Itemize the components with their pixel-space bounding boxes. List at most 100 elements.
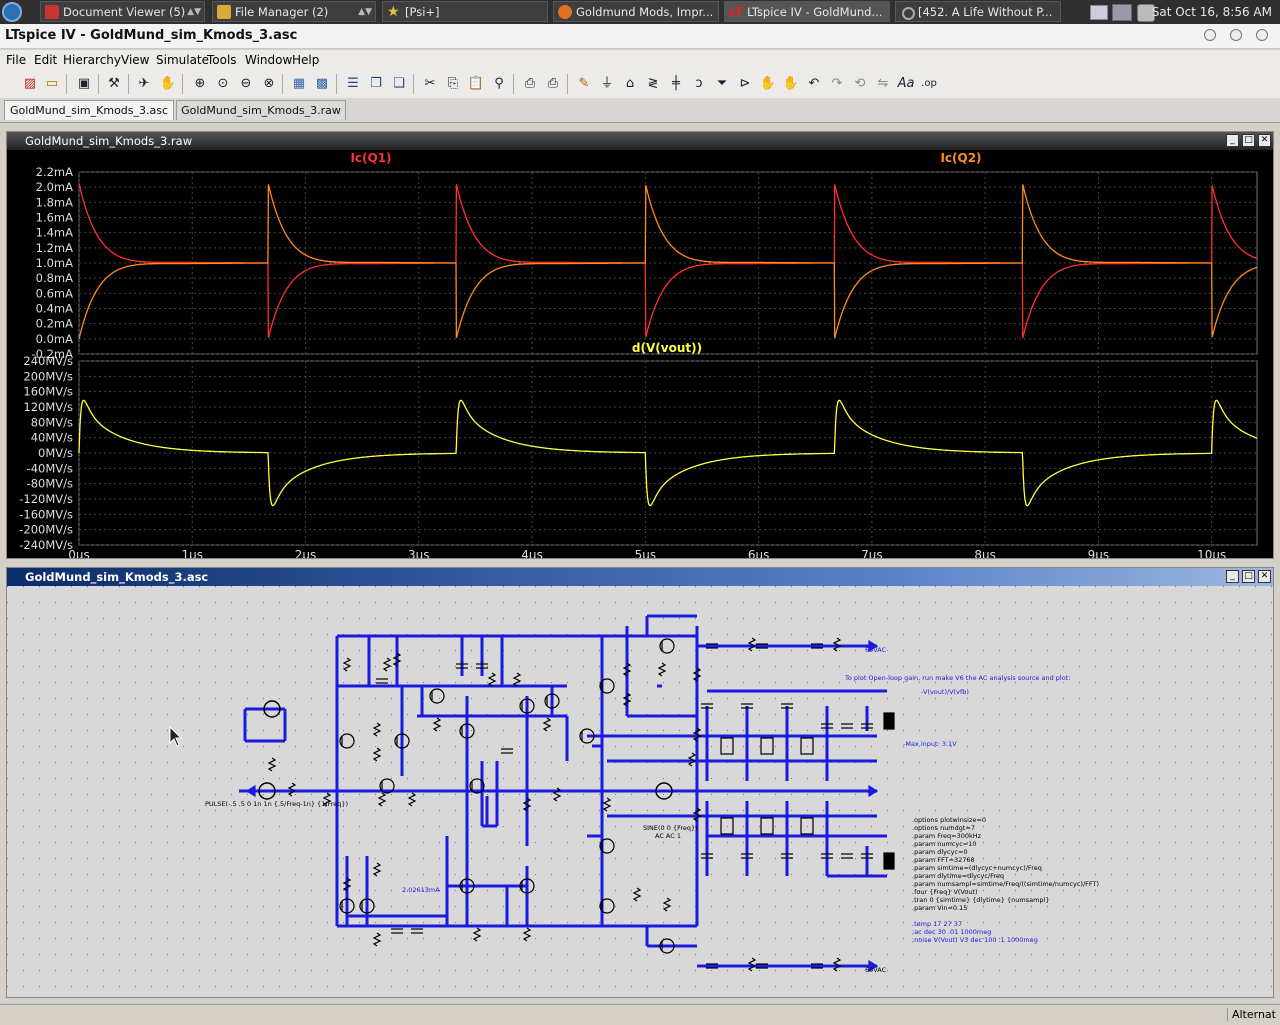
voltage-source-symbol[interactable] bbox=[263, 700, 281, 718]
schematic-label[interactable]: AC AC 1 bbox=[655, 832, 681, 840]
tray-mail-icon[interactable] bbox=[1090, 5, 1108, 20]
grid-icon[interactable]: ▩ bbox=[315, 76, 329, 91]
start-menu-icon[interactable] bbox=[2, 2, 22, 22]
save-icon[interactable]: ▣ bbox=[77, 76, 91, 91]
schematic-label[interactable]: .param Vin=0.15 bbox=[912, 904, 967, 912]
transistor-symbol[interactable] bbox=[339, 898, 355, 914]
resistor-symbol[interactable] bbox=[662, 897, 672, 912]
resistor-symbol[interactable] bbox=[372, 862, 382, 877]
resistor-symbol[interactable] bbox=[632, 887, 642, 902]
resistor-symbol[interactable] bbox=[322, 792, 332, 807]
resistor-symbol[interactable] bbox=[747, 637, 757, 652]
child-minimize-button[interactable]: _ bbox=[1226, 134, 1239, 147]
mosfet-symbol[interactable] bbox=[760, 817, 774, 835]
transistor-symbol[interactable] bbox=[429, 688, 445, 704]
resistor-symbol[interactable] bbox=[372, 932, 382, 947]
redo-icon[interactable]: ↷ bbox=[831, 76, 843, 91]
menu-help[interactable]: Help bbox=[292, 53, 320, 67]
transistor-symbol[interactable] bbox=[459, 723, 475, 739]
schematic-label[interactable]: .tran 0 {simtime} {dlytime} {numsampl} bbox=[912, 896, 1049, 904]
transistor-symbol[interactable] bbox=[394, 733, 410, 749]
schematic-label[interactable]: .four {Freq} V(Vout) bbox=[912, 888, 978, 896]
schematic-label[interactable]: 60VAC bbox=[865, 966, 887, 974]
resistor-symbol[interactable] bbox=[832, 957, 842, 972]
mosfet-symbol[interactable] bbox=[800, 817, 814, 835]
menu-window[interactable]: Window bbox=[245, 53, 293, 67]
tile-vertical-icon[interactable]: ❏ bbox=[393, 76, 405, 91]
task-file-manager[interactable]: File Manager (2)▲▼ bbox=[212, 1, 376, 22]
mosfet-symbol[interactable] bbox=[720, 737, 734, 755]
resistor-symbol[interactable] bbox=[552, 787, 562, 802]
resistor-symbol[interactable] bbox=[692, 807, 702, 822]
schematic-label[interactable]: SINE(0 0 {Freq}) bbox=[643, 824, 698, 832]
resistor-symbol[interactable] bbox=[687, 752, 697, 767]
schematic-label[interactable]: -V(vout)/V(vfb) bbox=[921, 688, 969, 696]
rotate-icon[interactable]: ⟲ bbox=[854, 76, 866, 91]
schematic-label[interactable]: .param dlycyc=0 bbox=[912, 848, 968, 856]
transistor-symbol[interactable] bbox=[359, 898, 375, 914]
resistor-symbol[interactable] bbox=[472, 927, 482, 942]
resistor-symbol[interactable] bbox=[407, 792, 417, 807]
transistor-symbol[interactable] bbox=[659, 638, 675, 654]
transistor-symbol[interactable] bbox=[459, 878, 475, 894]
mosfet-symbol[interactable] bbox=[760, 737, 774, 755]
resistor-symbol[interactable] bbox=[622, 692, 632, 707]
inductor-icon[interactable]: ↄ bbox=[695, 76, 703, 91]
trace-ic-q2[interactable] bbox=[78, 184, 1258, 339]
schematic-label[interactable]: To plot Open-loop gain, run make V6 the … bbox=[844, 674, 1070, 682]
zoom-pan-icon[interactable]: ⊙ bbox=[217, 76, 229, 91]
run-icon[interactable]: ✈ bbox=[138, 76, 150, 91]
task-firefox[interactable]: Goldmund Mods, Impr... bbox=[553, 1, 719, 22]
series-label-ic-q2[interactable]: Ic(Q2) bbox=[940, 151, 981, 165]
series-label-ic-q1[interactable]: Ic(Q1) bbox=[350, 151, 391, 165]
menu-file[interactable]: File bbox=[6, 53, 27, 67]
resistor-symbol[interactable] bbox=[832, 637, 842, 652]
mosfet-symbol[interactable] bbox=[800, 737, 814, 755]
resistor-symbol[interactable] bbox=[622, 662, 632, 677]
tab-raw[interactable]: GoldMund_sim_Kmods_3.raw bbox=[176, 100, 346, 120]
schematic-label[interactable]: 60VAC bbox=[865, 646, 887, 654]
menu-tools[interactable]: Tools bbox=[207, 53, 237, 67]
cascade-icon[interactable]: ❐ bbox=[370, 76, 382, 91]
transistor-symbol[interactable] bbox=[469, 778, 485, 794]
tile-horizontal-icon[interactable]: ☰ bbox=[347, 76, 359, 91]
trace-ic-q1[interactable] bbox=[78, 183, 1258, 339]
copy-icon[interactable]: ⎘ bbox=[447, 76, 459, 91]
resistor-symbol[interactable] bbox=[542, 717, 552, 732]
autorange-icon[interactable]: ▦ bbox=[292, 76, 306, 91]
menu-view[interactable]: View bbox=[121, 53, 150, 67]
task-psi[interactable]: ★[Psi+] bbox=[382, 1, 548, 22]
child-maximize-button[interactable]: □ bbox=[1242, 570, 1255, 583]
transistor-symbol[interactable] bbox=[599, 678, 615, 694]
schematic-label[interactable]: ;noise V(Vout) V3 dec 100 .1 1000meg bbox=[912, 936, 1038, 944]
resistor-symbol[interactable] bbox=[342, 877, 352, 892]
schematic-label[interactable]: .options numdgt=7 bbox=[912, 824, 975, 832]
maximize-button[interactable] bbox=[1230, 29, 1242, 41]
child-minimize-button[interactable]: _ bbox=[1226, 570, 1239, 583]
zoom-in-icon[interactable]: ⊕ bbox=[194, 76, 206, 91]
child-maximize-button[interactable]: □ bbox=[1242, 134, 1255, 147]
waveform-plot[interactable]: Ic(Q1) Ic(Q2) d(V(vout)) 2.2mA2.0mA1.8mA… bbox=[7, 150, 1273, 558]
series-label-dv-vout[interactable]: d(V(vout)) bbox=[632, 341, 702, 355]
resistor-symbol[interactable] bbox=[657, 662, 667, 677]
zoom-fit-icon[interactable]: ⊗ bbox=[263, 76, 275, 91]
resistor-symbol[interactable] bbox=[487, 672, 497, 687]
resistor-symbol[interactable] bbox=[747, 957, 757, 972]
menu-simulate[interactable]: Simulate bbox=[156, 53, 210, 67]
new-schematic-icon[interactable]: ▨ bbox=[23, 76, 37, 91]
task-a-life-without[interactable]: [452. A Life Without P... bbox=[895, 1, 1061, 22]
paste-icon[interactable]: 📋 bbox=[467, 76, 485, 91]
component-icon[interactable]: ⊳ bbox=[739, 76, 751, 91]
resistor-symbol[interactable] bbox=[692, 727, 702, 742]
resistor-symbol[interactable] bbox=[602, 797, 612, 812]
resistor-symbol[interactable] bbox=[692, 667, 702, 682]
tab-asc[interactable]: GoldMund_sim_Kmods_3.asc bbox=[4, 100, 174, 120]
resistor-symbol[interactable] bbox=[392, 652, 402, 667]
resistor-symbol[interactable] bbox=[382, 657, 392, 672]
mosfet-symbol[interactable] bbox=[720, 817, 734, 835]
ground-icon[interactable]: ⏚ bbox=[600, 76, 614, 91]
battery-symbol[interactable] bbox=[883, 712, 895, 730]
resistor-symbol[interactable] bbox=[512, 672, 522, 687]
control-panel-icon[interactable]: ⚒ bbox=[108, 76, 120, 91]
